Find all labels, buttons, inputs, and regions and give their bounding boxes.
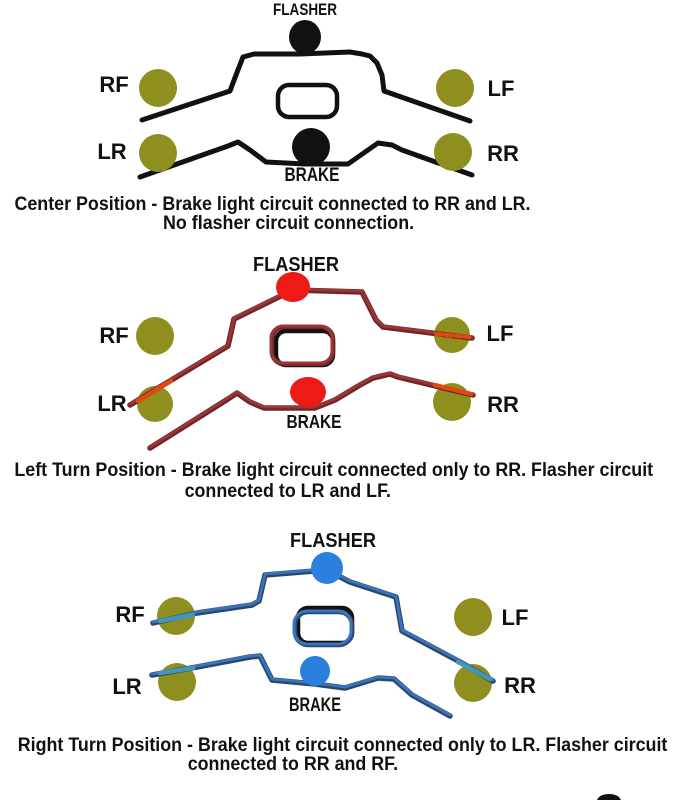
caption-center-line2: No flasher circuit connection. — [162, 213, 415, 234]
lr-label: LR — [97, 391, 126, 416]
rf-label: RF — [115, 602, 144, 627]
caption-right-turn-line1: Right Turn Position - Brake light circui… — [17, 735, 668, 756]
caption-right-turn-line2: connected to RR and RF. — [187, 754, 398, 775]
diagram-left-turn-position: FLASHER BRAKE RF LF LR RR — [97, 254, 519, 451]
lr-label: LR — [97, 139, 126, 164]
lf-label: LF — [487, 321, 514, 346]
flasher-terminal-dot — [311, 552, 343, 584]
flasher-label: FLASHER — [253, 254, 339, 276]
rr-label: RR — [504, 673, 536, 698]
switch-housing-red-trace — [269, 324, 334, 365]
rf-label: RF — [99, 323, 128, 348]
flasher-terminal-dot — [289, 20, 321, 54]
rf-label: RF — [99, 72, 128, 97]
lf-crossing-overlay — [433, 331, 472, 340]
switch-housing — [273, 328, 336, 368]
rr-crossing-overlay — [455, 659, 493, 682]
brake-label: BRAKE — [285, 165, 340, 186]
brake-circuit-line — [148, 371, 475, 449]
diagram-right-turn-position: FLASHER BRAKE RF LF LR RR — [112, 530, 536, 719]
rr-crossing-overlay — [432, 382, 474, 397]
rf-lamp — [136, 317, 174, 355]
flasher-circuit-line — [128, 287, 474, 406]
cut-off-mark — [597, 794, 621, 800]
brake-circuit-line — [137, 139, 475, 180]
lr-crossing-overlay — [135, 378, 174, 404]
switch-housing-blue-trace — [292, 609, 353, 646]
flasher-circuit-line — [139, 49, 473, 124]
flasher-terminal-dot — [276, 272, 310, 302]
caption-left-turn-line2: connected to LR and LF. — [184, 481, 391, 502]
brake-terminal-dot — [300, 656, 330, 686]
lr-crossing-overlay — [157, 665, 196, 676]
lr-lamp — [139, 134, 177, 172]
brake-label: BRAKE — [287, 412, 342, 432]
flasher-label: FLASHER — [290, 530, 376, 552]
lf-lamp — [454, 598, 492, 636]
rf-crossing-overlay — [157, 612, 196, 624]
rr-lamp — [434, 133, 472, 171]
lf-label: LF — [502, 605, 529, 630]
rr-label: RR — [487, 141, 519, 166]
flasher-label: FLASHER — [273, 0, 337, 19]
lf-lamp — [436, 69, 474, 107]
lf-label: LF — [488, 76, 515, 101]
caption-center-line1: Center Position - Brake light circuit co… — [14, 194, 531, 215]
diagram-center-position: FLASHER BRAKE RF LF LR RR — [97, 0, 519, 186]
brake-terminal-dot — [292, 128, 330, 166]
caption-left-turn-line1: Left Turn Position - Brake light circuit… — [14, 460, 654, 481]
lr-label: LR — [112, 674, 141, 699]
switch-housing — [275, 82, 340, 120]
rf-lamp — [139, 69, 177, 107]
brake-terminal-dot — [290, 377, 326, 407]
brake-label: BRAKE — [289, 695, 341, 716]
rr-label: RR — [487, 392, 519, 417]
